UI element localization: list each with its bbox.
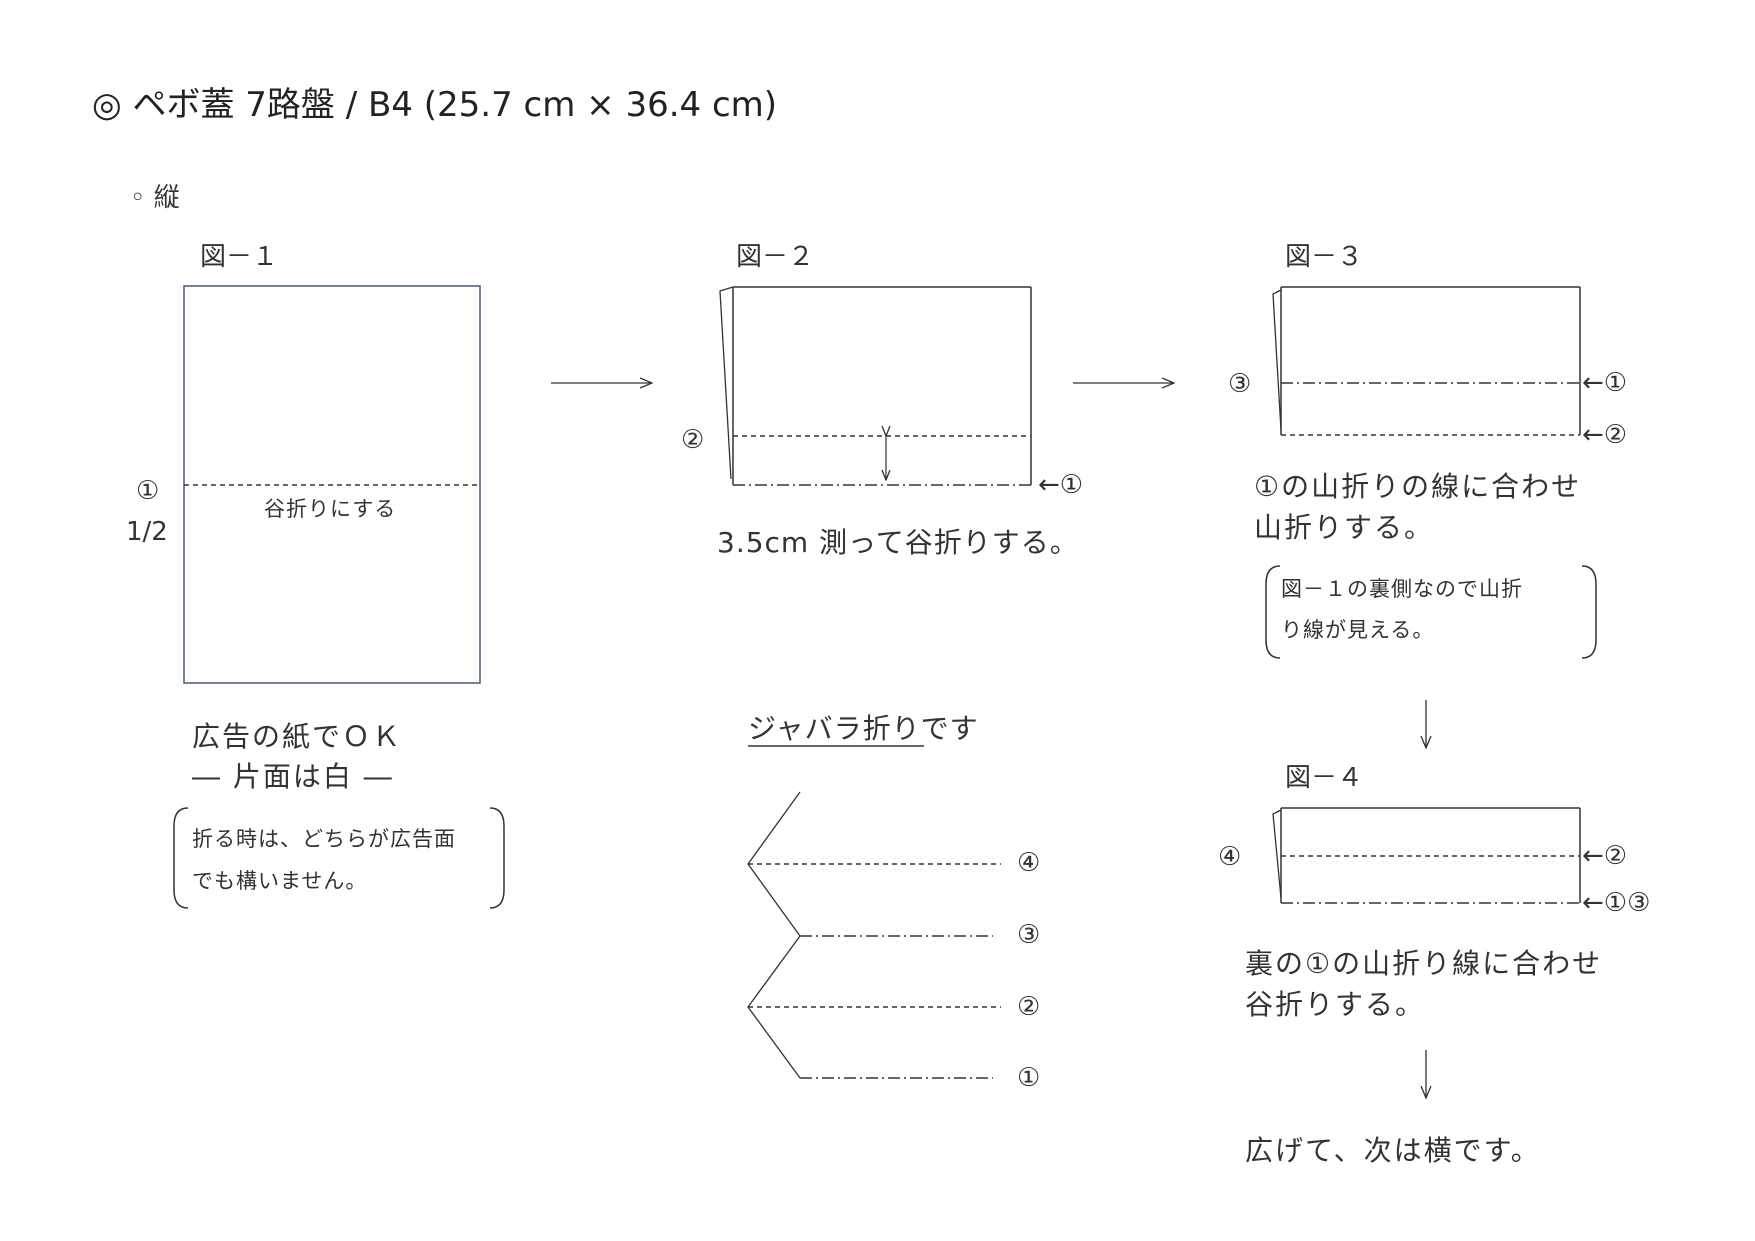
fig4-right-marker-1: ←② xyxy=(1582,841,1628,871)
jabara-marker-1: ① xyxy=(1017,1063,1041,1093)
jabara-zigzag xyxy=(747,791,801,1079)
page-title: ◎ ペボ蓋 7路盤 / B4 (25.7 cm × 36.4 cm) xyxy=(92,85,778,125)
fig3-caption-2: 山折りする。 xyxy=(1254,511,1435,544)
section-label: ◦ 縦 xyxy=(130,183,180,213)
fig3-left-marker: ③ xyxy=(1228,369,1252,399)
fig3-right-marker-1: ←① xyxy=(1582,368,1628,398)
fig1-note-1: 広告の紙でＯＫ xyxy=(192,720,403,753)
jabara-title-main: ジャバラ折り xyxy=(748,712,921,745)
fig2-paper xyxy=(719,286,1032,485)
fig2-label: 図－２ xyxy=(736,242,815,272)
fig4-label: 図－４ xyxy=(1285,763,1364,793)
jabara-marker-3: ③ xyxy=(1017,920,1041,950)
fig1-bracket-right xyxy=(489,807,505,909)
fig1-fold-text: 谷折りにする xyxy=(264,497,397,521)
fig4-caption-2: 谷折りする。 xyxy=(1245,988,1426,1021)
fig3-label: 図－３ xyxy=(1285,242,1364,272)
jabara-marker-4: ④ xyxy=(1017,848,1041,878)
fig2-caption: 3.5cm 測って谷折りする。 xyxy=(717,526,1079,559)
jabara-title: ジャバラ折りです xyxy=(748,715,979,743)
fig3-paper xyxy=(1272,286,1581,435)
fig4-right-marker-2: ←①③ xyxy=(1582,888,1651,918)
fig2-right-marker: ←① xyxy=(1038,470,1084,500)
fig2-left-marker: ② xyxy=(681,425,705,455)
fig3-bracket-left xyxy=(1265,565,1281,659)
fig3-bracket-text-1: 図－１の裏側なので山折 xyxy=(1281,577,1523,601)
fig1-bracket-text-1: 折る時は、どちらが広告面 xyxy=(192,827,456,851)
fig3-caption-1: ①の山折りの線に合わせ xyxy=(1254,470,1582,503)
fig4-caption-1: 裏の①の山折り線に合わせ xyxy=(1245,947,1603,980)
fig3-bracket-text-2: り線が見える。 xyxy=(1281,618,1435,642)
fig1-label: 図－１ xyxy=(200,242,279,272)
final-instruction: 広げて、次は横です。 xyxy=(1245,1134,1541,1167)
jabara-marker-2: ② xyxy=(1017,992,1041,1022)
fig1-note-2: ― 片面は白 ― xyxy=(192,760,394,793)
fig3-bracket-right xyxy=(1581,565,1597,659)
fig3-right-marker-2: ←② xyxy=(1582,420,1628,450)
jabara-title-suffix: です xyxy=(920,712,979,745)
fig1-bracket-text-2: でも構いません。 xyxy=(192,869,368,893)
fig4-left-marker: ④ xyxy=(1218,842,1242,872)
fig1-ratio: 1/2 xyxy=(126,517,168,547)
fig1-marker: ① xyxy=(136,476,160,506)
fig1-bracket-left xyxy=(173,807,189,909)
